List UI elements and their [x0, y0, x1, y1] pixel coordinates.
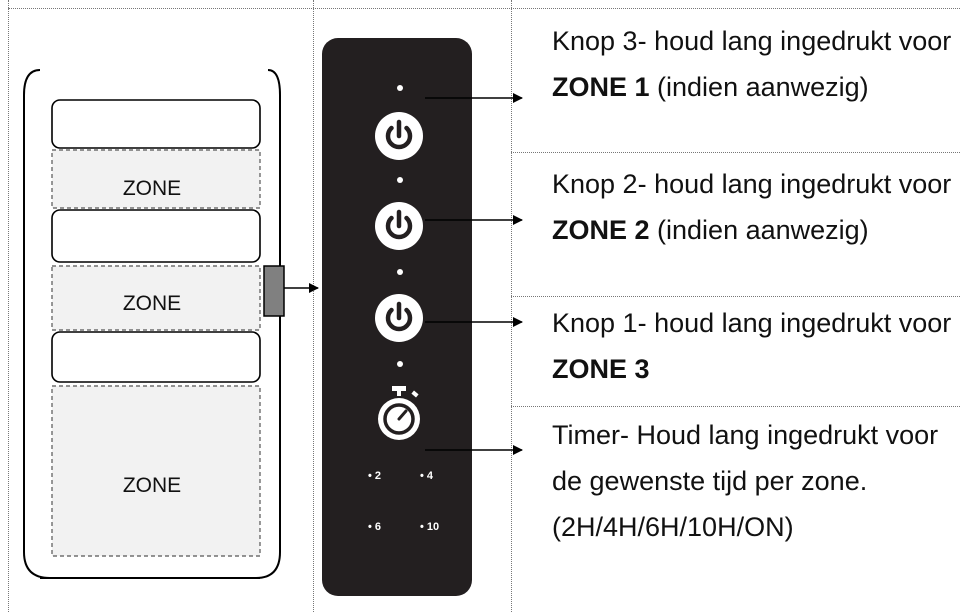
- timer-label-2h: • 2: [368, 470, 381, 482]
- timer-label-6h: • 6: [368, 521, 381, 533]
- timer-label-10h: • 10: [420, 521, 439, 533]
- table-border-top: [8, 8, 960, 9]
- zone-label-1: ZONE: [123, 177, 181, 200]
- heater-panel-3: [51, 331, 261, 383]
- zone-label-2: ZONE: [123, 292, 181, 315]
- row-divider-2: [511, 296, 960, 297]
- instruction-knop-1: Knop 1- houd lang ingedrukt voor ZONE 3: [552, 300, 952, 392]
- side-switch: [263, 265, 285, 317]
- power-icon: [385, 209, 413, 240]
- power-button-1[interactable]: [375, 294, 423, 342]
- heater-outline: [23, 69, 281, 579]
- zone-name: ZONE 2: [552, 215, 650, 245]
- zone-area-1: [51, 149, 261, 209]
- instruction-knop-3: Knop 3- houd lang ingedrukt voor ZONE 1 …: [552, 18, 952, 110]
- zone-area-2: [51, 265, 261, 331]
- indicator-dots: [397, 85, 403, 367]
- timer-button[interactable]: [378, 386, 420, 440]
- instruction-text: Timer- Houd lang ingedrukt voor de gewen…: [552, 420, 939, 542]
- power-icon: [385, 301, 413, 332]
- power-button-3[interactable]: [375, 112, 423, 160]
- table-border-right: [511, 0, 512, 612]
- power-button-2[interactable]: [375, 202, 423, 250]
- zone-name: ZONE 3: [552, 354, 650, 384]
- power-icon: [385, 119, 413, 150]
- zone-name: ZONE 1: [552, 72, 650, 102]
- instruction-suffix: (indien aanwezig): [649, 215, 869, 245]
- stopwatch-icon: [383, 403, 415, 435]
- zone-label-3: ZONE: [123, 474, 181, 497]
- instruction-text: Knop 2- houd lang ingedrukt voor: [552, 169, 952, 199]
- instruction-text: Knop 3- houd lang ingedrukt voor: [552, 26, 952, 56]
- row-divider-1: [511, 152, 960, 153]
- heater-panel-1: [51, 99, 261, 149]
- timer-label-4h: • 4: [420, 470, 434, 482]
- row-divider-3: [511, 406, 960, 407]
- table-border-left: [8, 0, 9, 612]
- zone-area-3: [51, 385, 261, 557]
- table-border-middle: [313, 0, 314, 612]
- instruction-timer: Timer- Houd lang ingedrukt voor de gewen…: [552, 412, 952, 550]
- instruction-suffix: (indien aanwezig): [649, 72, 869, 102]
- instruction-knop-2: Knop 2- houd lang ingedrukt voor ZONE 2 …: [552, 161, 952, 253]
- heater-panel-2: [51, 209, 261, 263]
- instruction-text: Knop 1- houd lang ingedrukt voor: [552, 308, 952, 338]
